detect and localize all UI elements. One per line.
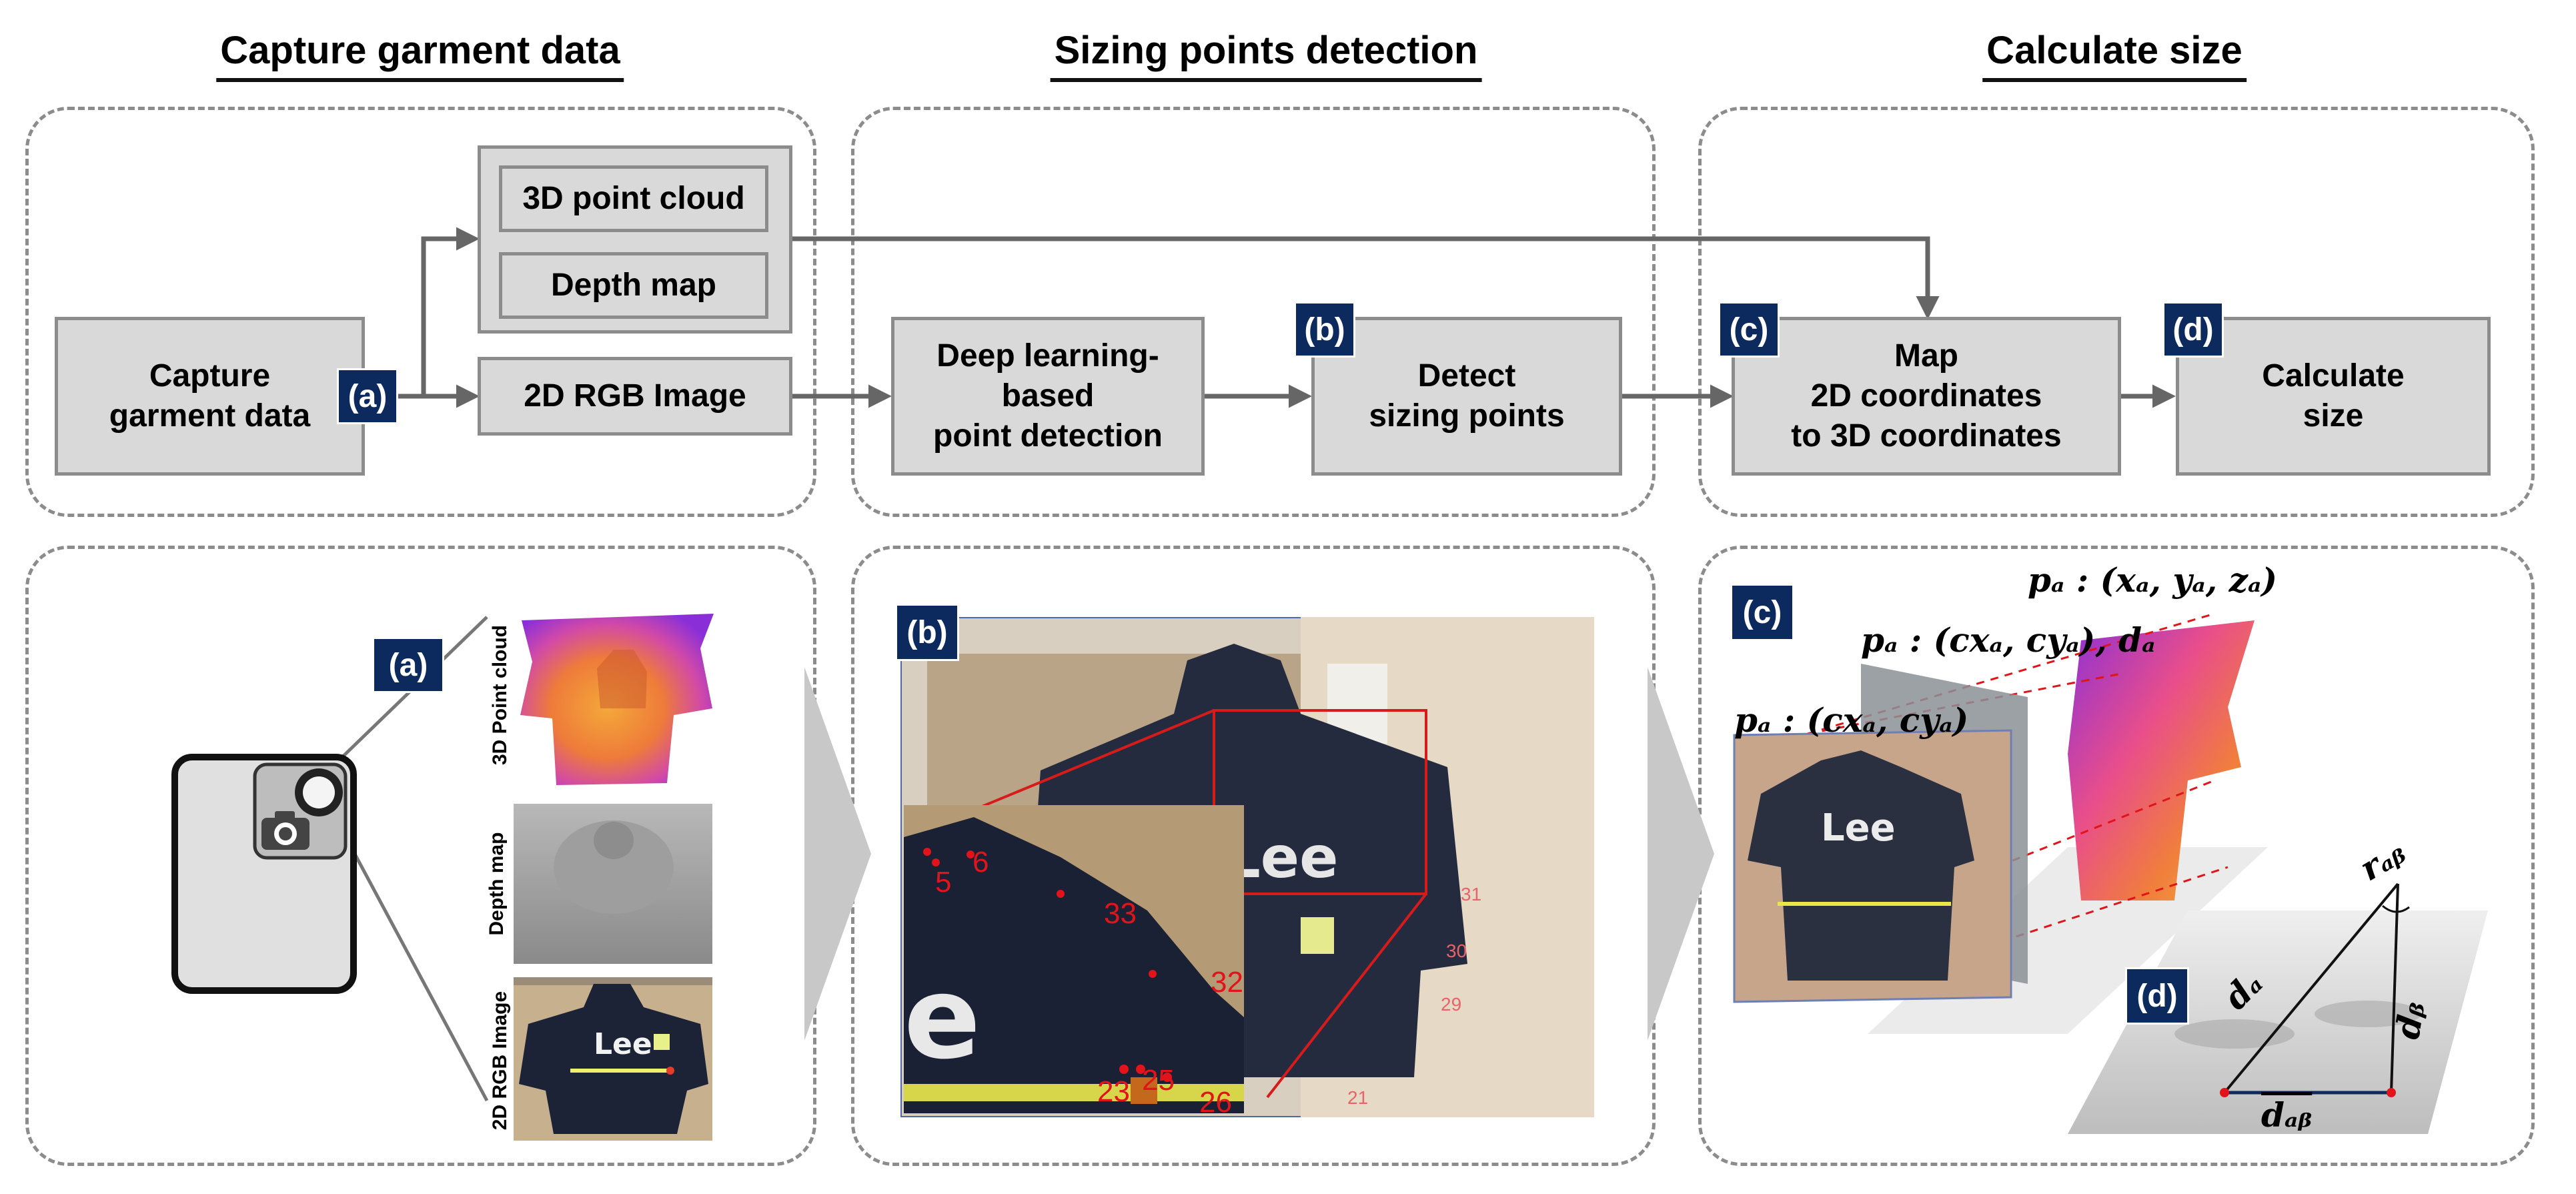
sizing-point-label: 31	[1461, 884, 1482, 905]
svg-text:e: e	[904, 953, 981, 1085]
point-cloud-image	[520, 614, 714, 785]
formula-pa-2d-depth: pₐ : (cxₐ, cyₐ), dₐ	[1861, 620, 2156, 660]
badge-a: (a)	[337, 368, 398, 424]
capture-illustration	[171, 616, 489, 1102]
panel-top-calculate	[1698, 107, 2535, 517]
chevron-right-icon	[1648, 667, 1714, 1041]
formula-d-b: dᵦ	[2387, 998, 2433, 1043]
sizing-point-label: 21	[1347, 1087, 1369, 1108]
label-rgb-image: 2D RGB Image	[489, 991, 511, 1131]
badge-c-illustration: (c)	[1730, 584, 1794, 641]
capture-garment-box: Capture garment data	[55, 317, 365, 476]
badge-d-illustration: (d)	[2125, 967, 2189, 1025]
sizing-point-label: 33	[1104, 897, 1137, 930]
badge-b: (b)	[1294, 302, 1355, 358]
label-depth-map: Depth map	[486, 832, 508, 936]
sizing-point-label: 29	[1441, 994, 1462, 1015]
section-title-calculate: Calculate size	[1982, 28, 2246, 82]
rgb-image-box: 2D RGB Image	[478, 357, 792, 436]
rgb-image: Lee	[514, 977, 712, 1141]
sizing-point-label: 5	[935, 866, 952, 899]
arrow-cloud-to-map	[790, 236, 1940, 320]
depth-map-box: Depth map	[499, 252, 768, 319]
calculate-size-box: Calculate size	[2176, 317, 2491, 476]
svg-text:Lee: Lee	[594, 1027, 652, 1061]
sizing-point-label: 25	[1142, 1064, 1175, 1097]
label-point-cloud: 3D Point cloud	[489, 625, 511, 765]
sizing-point-label: 6	[973, 846, 989, 878]
detect-sizing-points-box: Detect sizing points	[1311, 317, 1622, 476]
sizing-point-label: 23	[1097, 1075, 1130, 1108]
formula-d-ab: dₐᵦ	[2261, 1095, 2313, 1135]
sizing-point-label: 26	[1199, 1086, 1232, 1119]
sizing-point-label: 32	[1211, 966, 1243, 999]
sizing-points-illustration: Lee e	[900, 617, 1594, 1117]
map-coordinates-box: Map 2D coordinates to 3D coordinates	[1732, 317, 2121, 476]
panel-top-detection	[851, 107, 1656, 517]
badge-b-illustration: (b)	[895, 604, 959, 661]
mapping-illustration: Lee	[1733, 612, 2488, 1134]
badge-a-illustration: (a)	[372, 637, 444, 693]
sizing-point-label: 30	[1446, 941, 1467, 961]
panel-top-capture	[25, 107, 816, 517]
formula-pa-3d: pₐ : (xₐ, yₐ, zₐ)	[2028, 560, 2278, 600]
point-cloud-box: 3D point cloud	[499, 165, 768, 232]
badge-d: (d)	[2162, 302, 2224, 358]
deep-learning-box: Deep learning- based point detection	[891, 317, 1205, 476]
chevron-right-icon	[804, 667, 871, 1041]
formula-pa-2d: pₐ : (cxₐ, cyₐ)	[1734, 700, 1969, 740]
badge-c: (c)	[1718, 302, 1780, 358]
section-title-detection: Sizing points detection	[1050, 28, 1482, 82]
svg-text:Lee: Lee	[1821, 806, 1896, 850]
section-title-capture: Capture garment data	[216, 28, 624, 82]
depth-map-image	[514, 804, 712, 964]
